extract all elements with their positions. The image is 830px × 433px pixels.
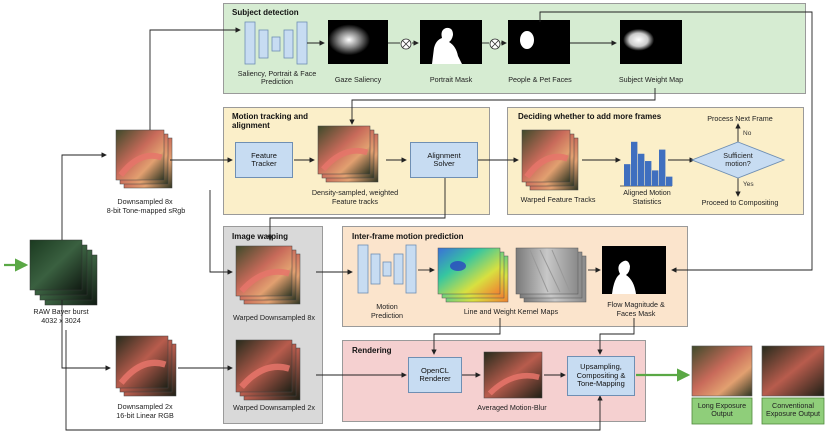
gaze-saliency-label: Gaze Saliency: [334, 75, 382, 84]
motion-prediction-network-icon: [357, 244, 417, 294]
people-pet-faces-map: [508, 20, 570, 64]
averaged-label: Averaged Motion-Blur: [477, 403, 547, 412]
flow-magnitude-faces-mask: [602, 246, 666, 294]
histogram-bar: [631, 141, 638, 186]
subject-weight-map: [620, 20, 682, 64]
rendering-title: Rendering: [352, 346, 392, 355]
saliency-network-icon: [244, 21, 308, 65]
histogram-bar: [638, 153, 645, 186]
saliency-net-label: Saliency, Portrait & Face Prediction: [237, 69, 317, 87]
warped-8x-stack: [235, 245, 301, 305]
proceed-label: Proceed to Compositing: [701, 198, 779, 207]
sufficient-motion-label: Sufficient motion?: [723, 151, 753, 169]
gaze-saliency-map: [328, 20, 388, 64]
multiply-icon-2: [489, 38, 501, 50]
image-stacks: [29, 125, 579, 401]
raw-bayer-burst-stack: [29, 239, 98, 306]
no-label: No: [743, 130, 752, 137]
motion-pred-sub-label: Prediction: [371, 311, 403, 320]
sufficient-motion-decision: [690, 141, 786, 179]
conventional-exposure-image: [761, 345, 825, 397]
histogram-bar: [652, 170, 659, 186]
long-exposure-image: [691, 345, 753, 397]
histogram-bar: [645, 161, 652, 186]
feature-tracker-box: Feature Tracker: [235, 142, 293, 178]
line-kernel-maps: [437, 247, 509, 303]
ds8-sub-label: 8-bit Tone-mapped sRgb: [106, 206, 186, 215]
weight-map-label: Subject Weight Map: [618, 75, 684, 84]
ds2-sub-label: 16-bit Linear RGB: [116, 411, 174, 420]
warped-tracks-label: Warped Feature Tracks: [520, 195, 596, 204]
motion-tracking-title: Motion tracking and alignment: [232, 112, 308, 130]
long-exposure-label: Long Exposure Output: [697, 401, 747, 419]
process-next-label: Process Next Frame: [707, 114, 773, 123]
downsampled-2x-stack: [115, 335, 177, 397]
deciding-title: Deciding whether to add more frames: [518, 112, 662, 121]
opencl-renderer-box: OpenCL Renderer: [408, 357, 462, 393]
weight-kernel-maps: [515, 247, 587, 303]
flow-mag-sub-label: Faces Mask: [616, 309, 656, 318]
alignment-solver-box: Alignment Solver: [410, 142, 478, 178]
yes-label: Yes: [743, 181, 754, 188]
raw-sub-label: 4032 x 3024: [41, 316, 81, 325]
subject-detection-title: Subject detection: [232, 8, 299, 17]
histogram-bar: [659, 149, 666, 186]
averaged-motion-blur-image: [483, 351, 543, 399]
warped-tracks-stack: [521, 129, 579, 191]
conventional-exposure-label: Conventional Exposure Output: [766, 401, 820, 419]
aligned-stats-sub-label: Statistics: [632, 197, 662, 206]
aligned-stats-label: Aligned Motion: [623, 188, 671, 197]
upsampling-box: Upsampling, Compositing & Tone-Mapping: [567, 356, 635, 396]
motion-pred-label: Motion: [376, 302, 398, 311]
faces-label: People & Pet Faces: [508, 75, 572, 84]
density-label: Density-sampled, weighted: [311, 188, 399, 197]
histogram-bar: [624, 164, 631, 186]
ds2-label: Downsampled 2x: [117, 402, 173, 411]
ds8-label: Downsampled 8x: [117, 197, 173, 206]
image-warping-title: Image warping: [232, 232, 289, 241]
aligned-motion-histogram: [624, 141, 673, 186]
downsampled-8x-stack: [115, 129, 173, 189]
warped-2x-stack: [235, 339, 301, 401]
interframe-title: Inter-frame motion prediction: [352, 232, 464, 241]
portrait-mask-label: Portrait Mask: [429, 75, 473, 84]
warped8-label: Warped Downsampled 8x: [232, 313, 316, 322]
density-sub-label: Feature tracks: [332, 197, 378, 206]
flow-mag-label: Flow Magnitude &: [607, 300, 665, 309]
kernel-maps-label: Line and Weight Kernel Maps: [463, 307, 559, 316]
raw-label: RAW Bayer burst: [33, 307, 89, 316]
portrait-mask: [420, 20, 482, 64]
density-tracks-stack: [317, 125, 379, 183]
warped2-label: Warped Downsampled 2x: [232, 403, 316, 412]
multiply-icon-1: [400, 38, 412, 50]
histogram-bar: [666, 176, 673, 186]
